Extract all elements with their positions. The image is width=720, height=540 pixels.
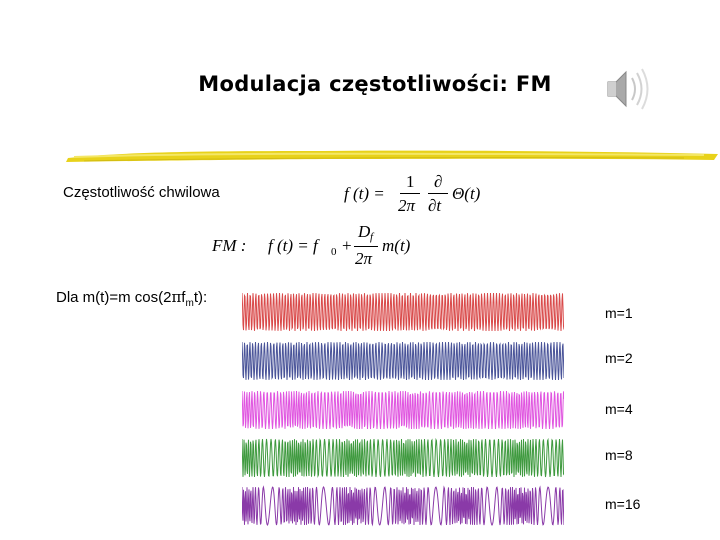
fm-waveform-panel-2 (242, 339, 564, 383)
modulation-index-label: m=4 (605, 401, 633, 417)
eq1-theta: Θ(t) (452, 184, 481, 203)
fm-waveform-panel-5 (242, 484, 564, 528)
dla-sub: m (185, 298, 194, 309)
instantaneous-frequency-label: Częstotliwość chwilowa (63, 184, 220, 201)
eq1-partial-denominator: ∂t (428, 196, 442, 215)
fm-waveform-line (242, 341, 564, 381)
speaker-icon[interactable] (604, 66, 652, 112)
eq2-num-f: f (370, 231, 374, 243)
eq1-lhs: f (t) = (344, 184, 385, 203)
dla-f: f (181, 289, 186, 306)
modulation-index-label: m=8 (605, 447, 633, 463)
eq1-numerator: 1 (406, 172, 415, 191)
fm-waveform-line (242, 292, 564, 332)
dla-suffix: t): (193, 289, 208, 306)
fm-waveform-svg (242, 390, 564, 430)
equation-fm: FM : f (t) = f 0 + D f 2π m(t) (212, 222, 432, 272)
fm-waveform-svg (242, 341, 564, 381)
fm-waveform-line (242, 437, 564, 478)
eq2-lhs: f (t) = f (268, 236, 318, 255)
equation-instantaneous-frequency: f (t) = 1 2π ∂ ∂t Θ(t) (344, 172, 504, 218)
slide-title: Modulacja częstotliwości: FM (198, 72, 552, 96)
fm-waveform-panel-1 (242, 290, 564, 334)
modulating-signal-label: Dla m(t)=m cos(2πfmt): (56, 288, 207, 309)
fm-waveform-svg (242, 437, 564, 478)
dla-pi: π (171, 288, 182, 306)
fm-waveform-svg (242, 292, 564, 332)
title-underline-bar (66, 150, 718, 162)
modulation-index-label: m=2 (605, 350, 633, 366)
eq2-sub0: 0 (331, 246, 337, 258)
eq1-denominator: 2π (398, 196, 416, 215)
eq2-num-d: D (358, 222, 371, 241)
eq2-denominator: 2π (355, 249, 373, 268)
modulation-index-label: m=1 (605, 305, 633, 321)
eq2-plus: + (342, 236, 352, 255)
eq2-tail: m(t) (382, 236, 411, 255)
eq2-label: FM : (212, 236, 247, 255)
fm-waveform-svg (242, 485, 564, 527)
fm-waveform-panel-4 (242, 436, 564, 480)
eq1-partial-numerator: ∂ (434, 172, 443, 191)
fm-waveform-line (242, 485, 564, 527)
fm-waveform-panel-3 (242, 388, 564, 432)
fm-waveform-line (242, 390, 564, 430)
modulation-index-label: m=16 (605, 496, 641, 512)
dla-prefix: Dla m(t)=m cos(2 (56, 289, 172, 306)
